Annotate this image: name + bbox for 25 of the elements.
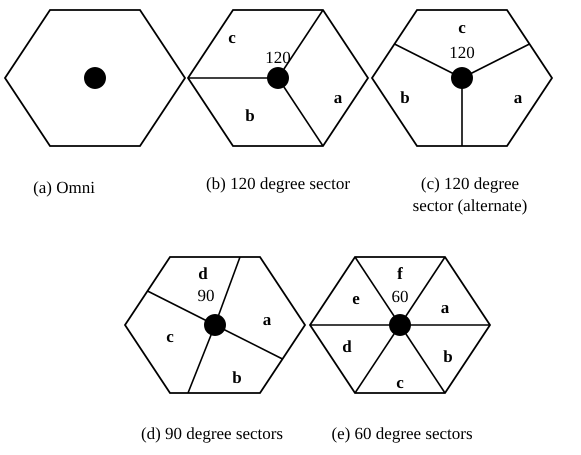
angle-label: 90 [198, 285, 214, 307]
sector-label: a [262, 309, 272, 331]
sector-label: b [443, 346, 453, 368]
angle-label: 120 [449, 42, 475, 64]
sector-label: c [396, 372, 404, 394]
sector-label: f [397, 263, 403, 285]
figure-caption: (c) 120 degree sector (alternate) [412, 173, 528, 217]
figure-caption: (d) 90 degree sectors [140, 423, 284, 445]
figure-caption: (a) Omni [33, 177, 95, 199]
sector-label: d [342, 336, 352, 358]
sector-label: d [198, 263, 208, 285]
figure-caption: (b) 120 degree sector [206, 173, 350, 195]
sector-label: b [232, 367, 242, 389]
angle-label: 60 [392, 286, 408, 308]
sector-label: a [440, 297, 450, 319]
sector-label: a [334, 87, 342, 109]
sector-label: b [245, 105, 255, 127]
sector-label: c [458, 17, 466, 39]
sector-label: a [514, 87, 522, 109]
sector-label: b [400, 87, 410, 109]
sector-label: e [352, 288, 360, 310]
angle-label: 120 [265, 47, 291, 69]
sector-label: c [228, 27, 236, 49]
sector-label: c [166, 326, 174, 348]
figure-caption: (e) 60 degree sectors [331, 423, 473, 445]
